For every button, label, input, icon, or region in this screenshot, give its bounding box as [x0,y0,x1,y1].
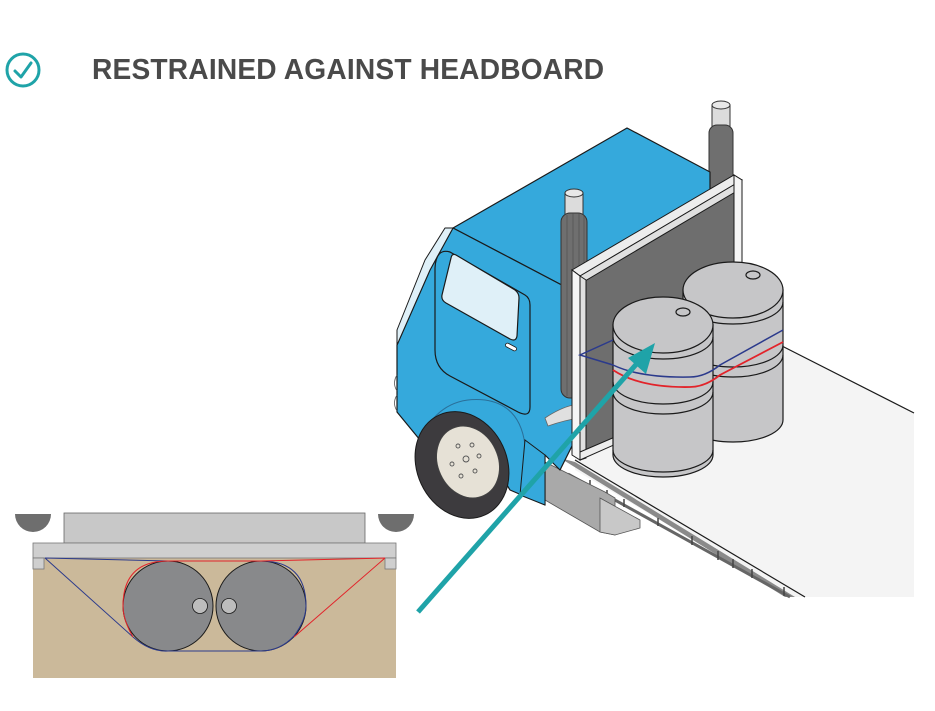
check-circle-icon [5,52,41,88]
inset-top-view [15,512,414,678]
header: RESTRAINED AGAINST HEADBOARD [4,50,620,90]
page-title: RESTRAINED AGAINST HEADBOARD [92,53,605,86]
flatbed-deck [544,344,915,599]
pointer-arrow [416,343,655,614]
restraint-straps [577,329,784,388]
